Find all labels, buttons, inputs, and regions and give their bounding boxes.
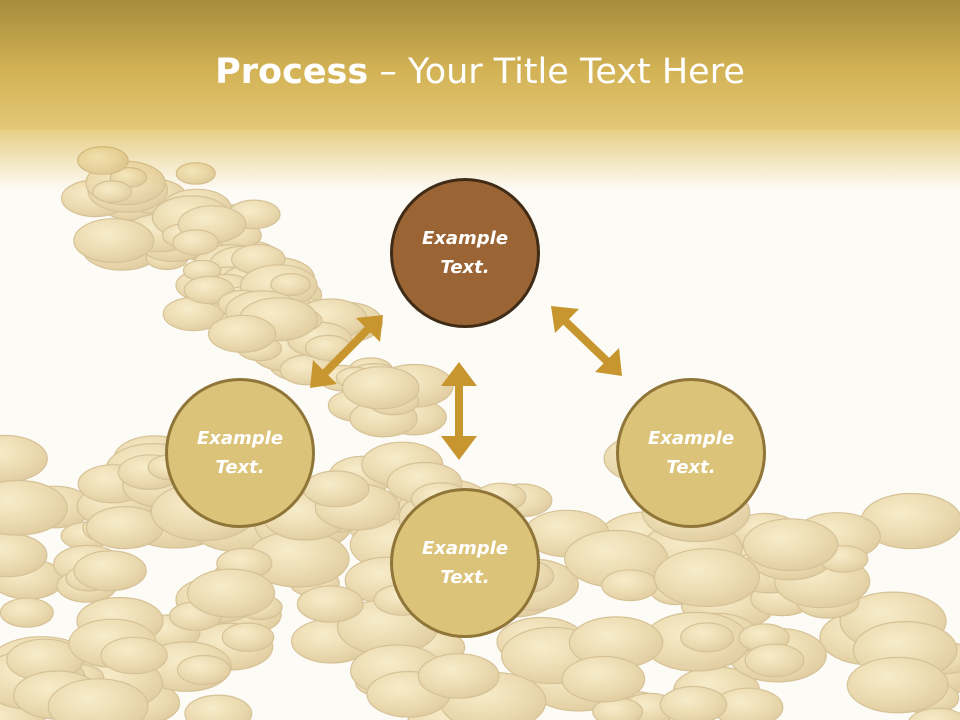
arrow-left-to-top — [310, 315, 383, 388]
process-node-right: Example Text. — [616, 378, 766, 528]
node-label: Example Text. — [421, 228, 509, 278]
title-subtext: – Your Title Text Here — [368, 52, 745, 92]
process-node-bottom: Example Text. — [390, 488, 540, 638]
title-bold-word: Process — [215, 52, 369, 92]
node-label: Example Text. — [647, 428, 735, 478]
process-node-left: Example Text. — [165, 378, 315, 528]
arrow-top-to-right — [551, 306, 622, 376]
node-label: Example Text. — [196, 428, 284, 478]
process-node-top: Example Text. — [390, 178, 540, 328]
node-label: Example Text. — [421, 538, 509, 588]
slide-title: Process – Your Title Text Here — [0, 52, 960, 92]
arrow-top-to-bottom — [441, 362, 477, 460]
